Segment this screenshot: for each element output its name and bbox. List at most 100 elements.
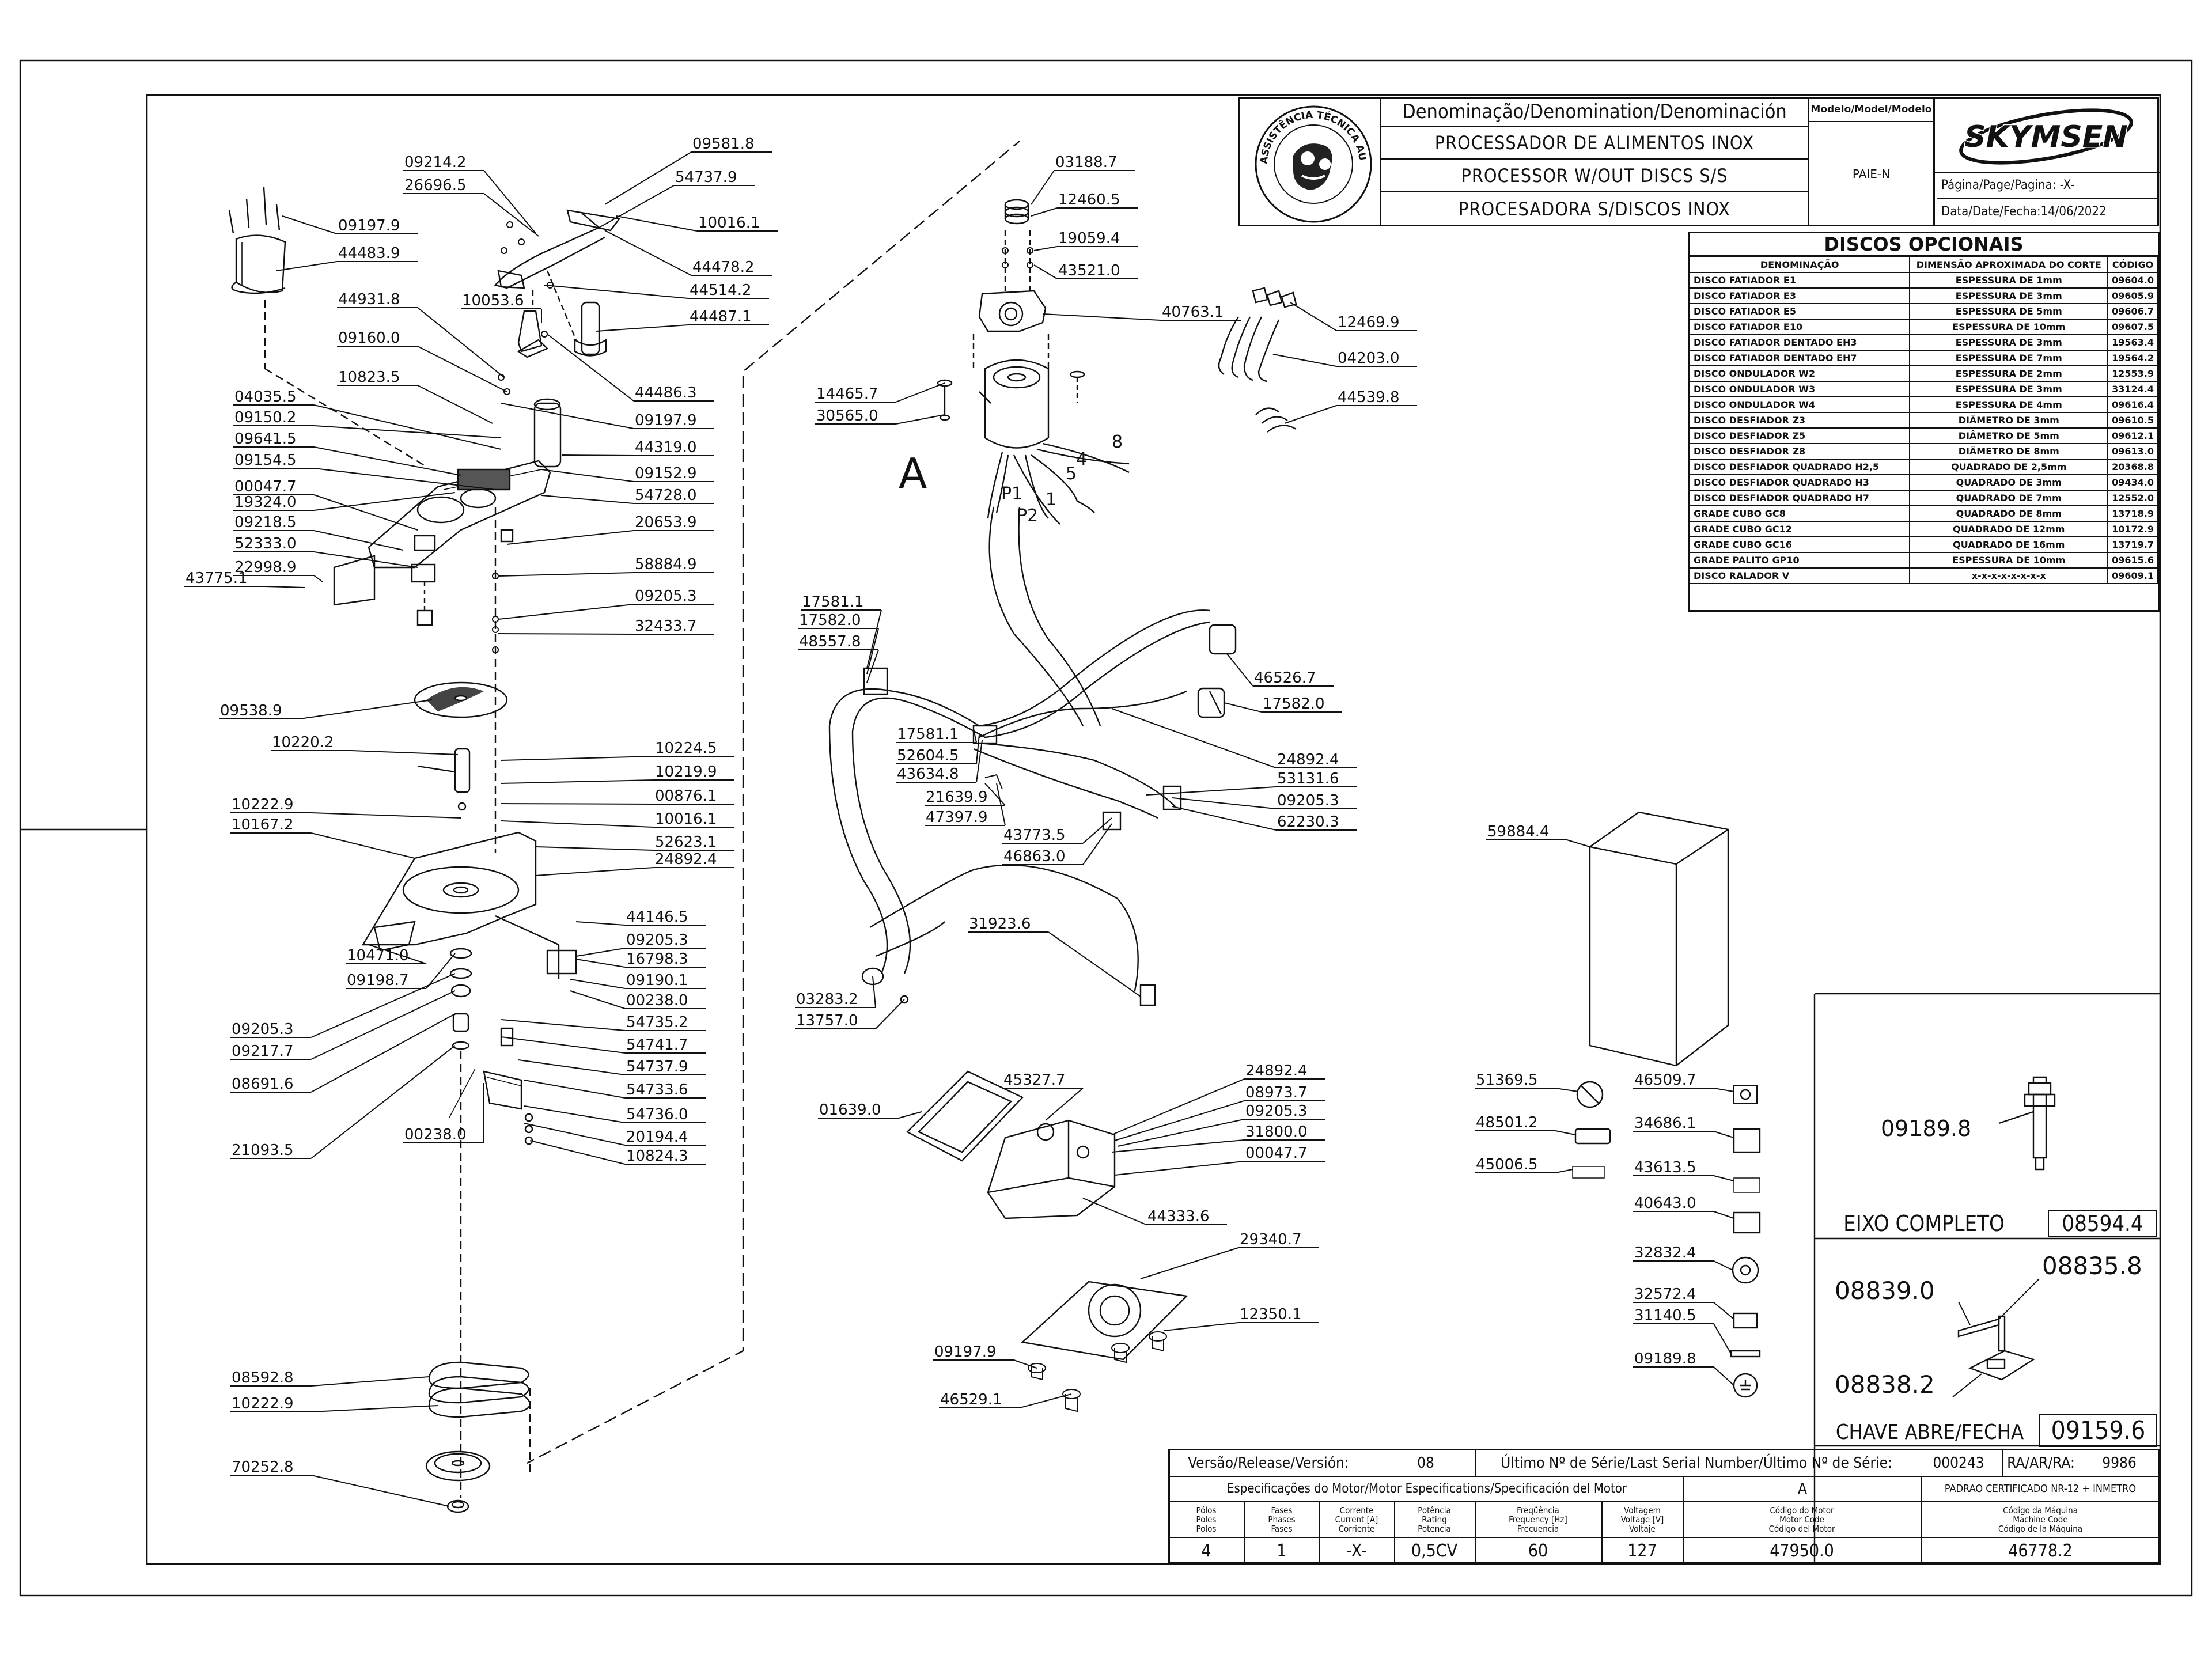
part-number-label: 52333.0 xyxy=(234,535,297,552)
disc-name: DISCO ONDULADOR W3 xyxy=(1688,381,1911,397)
callout-leader xyxy=(1146,786,1277,796)
part-number-label: 10222.9 xyxy=(232,796,294,813)
disc-name: DISCO RALADOR V xyxy=(1688,567,1911,584)
brand-name: SKYMSEN xyxy=(1964,120,2128,154)
skymsen-logo: SKYMSEN xyxy=(1959,108,2133,165)
disc-name: DISCO DESFIADOR Z3 xyxy=(1688,412,1911,429)
callout-leader xyxy=(313,551,418,568)
part-number-label: 54736.0 xyxy=(626,1106,688,1123)
part-number-label: 17582.0 xyxy=(799,612,861,629)
part-number-label: 17582.0 xyxy=(1263,695,1325,713)
callout-leader xyxy=(313,468,496,490)
part-number-label: 09205.3 xyxy=(232,1021,294,1038)
chave-part-label: 08838.2 xyxy=(1835,1370,1935,1399)
callout-leader xyxy=(1172,797,1277,809)
part-number-label: 09218.5 xyxy=(234,514,297,531)
part-number-label: 29340.7 xyxy=(1240,1231,1302,1248)
callout-leader xyxy=(1140,1247,1239,1279)
part-number-label: 10219.9 xyxy=(655,763,717,781)
part-number-label: 43775.1 xyxy=(185,570,248,587)
disc-name: DISCO FATIADOR DENTADO EH3 xyxy=(1688,334,1911,351)
eixo-label: EIXO COMPLETO xyxy=(1843,1211,2005,1236)
part-number-label: 16798.3 xyxy=(626,950,688,968)
title-es: PROCESADORA S/DISCOS INOX xyxy=(1459,198,1730,220)
callout-leader xyxy=(310,973,456,1038)
part-number-label: 09205.3 xyxy=(626,931,688,949)
disc-name: DISCO FATIADOR DENTADO EH7 xyxy=(1688,350,1911,366)
part-number-label: 43613.5 xyxy=(1634,1159,1696,1176)
part-number-label: 17581.1 xyxy=(802,593,864,611)
callout-leader xyxy=(544,285,689,299)
part-number-label: 10016.1 xyxy=(698,214,760,232)
page-label: Página/Page/Pagina: -X- xyxy=(1937,173,2158,199)
part-number-label: 45327.7 xyxy=(1003,1071,1066,1089)
disc-dimension: DIÂMETRO DE 5mm xyxy=(1909,427,2109,444)
title-block xyxy=(1238,97,2159,226)
motor-spec-value-cell: 1 xyxy=(1277,1541,1287,1561)
part-number-label: 46509.7 xyxy=(1634,1071,1696,1089)
motor-spec-header: Pólos Poles Polos xyxy=(1196,1505,1217,1534)
part-number-label: 09160.0 xyxy=(338,329,400,347)
part-number-label: 08592.8 xyxy=(232,1369,294,1387)
callout-leader xyxy=(547,334,634,402)
part-number-label: 53131.6 xyxy=(1277,770,1339,787)
disc-name: GRADE CUBO GC8 xyxy=(1688,505,1911,522)
part-number-label: 10823.5 xyxy=(338,369,400,386)
part-number-label: 13757.0 xyxy=(796,1012,858,1029)
part-number-label: 31140.5 xyxy=(1634,1307,1696,1324)
callout-leader xyxy=(1224,702,1262,713)
part-number-label: 03188.7 xyxy=(1055,154,1118,171)
part-number-label: 54737.9 xyxy=(626,1058,688,1075)
callout-leader xyxy=(1111,708,1277,768)
part-number-label: 00238.0 xyxy=(404,1126,467,1143)
part-number-label: 40763.1 xyxy=(1162,304,1224,321)
callout-leader xyxy=(604,151,692,205)
callout-leader xyxy=(973,728,977,743)
disc-code: 09607.5 xyxy=(2107,319,2158,335)
disc-code: 09606.7 xyxy=(2107,303,2158,320)
disc-code: 20368.8 xyxy=(2107,459,2158,475)
motor-spec-value-cell: 47950.0 xyxy=(1770,1541,1834,1561)
callout-leader xyxy=(501,756,654,761)
part-number-label: 09641.5 xyxy=(234,430,297,448)
chave-code: 09159.6 xyxy=(2051,1416,2146,1445)
motor-spec-header: Código da Máquina Machine Code Código de… xyxy=(1998,1505,2083,1534)
lead-p2: P2 xyxy=(1017,506,1039,526)
callout-leader xyxy=(1952,1373,1982,1397)
part-number-label: 24892.4 xyxy=(1277,751,1339,768)
part-number-label: 00238.0 xyxy=(626,992,688,1009)
callout-leader xyxy=(310,990,456,1060)
serial-label: Último Nº de Série/Last Serial Number/Úl… xyxy=(1501,1454,1892,1472)
callout-leader xyxy=(570,979,626,989)
part-number-label: 08973.7 xyxy=(1245,1084,1308,1101)
callout-leader xyxy=(535,846,654,851)
disc-name: GRADE PALITO GP10 xyxy=(1688,552,1911,569)
part-number-label: 54733.6 xyxy=(626,1081,688,1099)
part-number-label: 09198.7 xyxy=(347,972,409,989)
part-number-label: 12460.5 xyxy=(1058,191,1120,209)
callout-leader xyxy=(417,385,493,424)
part-number-label: 12350.1 xyxy=(1240,1306,1302,1323)
motor-spec-header: Corrente Current [A] Corriente xyxy=(1335,1505,1378,1534)
callout-leader xyxy=(1042,313,1161,321)
lead-5: 5 xyxy=(1066,464,1077,484)
callout-leader xyxy=(282,215,338,234)
discs-header-row: DENOMINAÇÃO DIMENSÃO APROXIMADA DO CORTE… xyxy=(1688,256,2158,273)
callout-leader xyxy=(1713,1260,1733,1271)
disc-dimension: QUADRADO DE 2,5mm xyxy=(1909,459,2109,475)
part-number-label: 51369.5 xyxy=(1476,1071,1538,1089)
title-pt: PROCESSADOR DE ALIMENTOS INOX xyxy=(1381,127,1808,160)
part-number-label: 43634.8 xyxy=(897,766,959,783)
part-number-label: 54741.7 xyxy=(626,1036,688,1054)
disc-dimension: ESPESSURA DE 3mm xyxy=(1909,381,2109,397)
part-number-label: 10220.2 xyxy=(272,734,334,751)
callout-leader xyxy=(351,750,459,755)
part-number-label: 58884.9 xyxy=(635,556,697,573)
part-number-label: 44146.5 xyxy=(626,908,688,926)
assembly-a-label: A xyxy=(899,449,927,498)
